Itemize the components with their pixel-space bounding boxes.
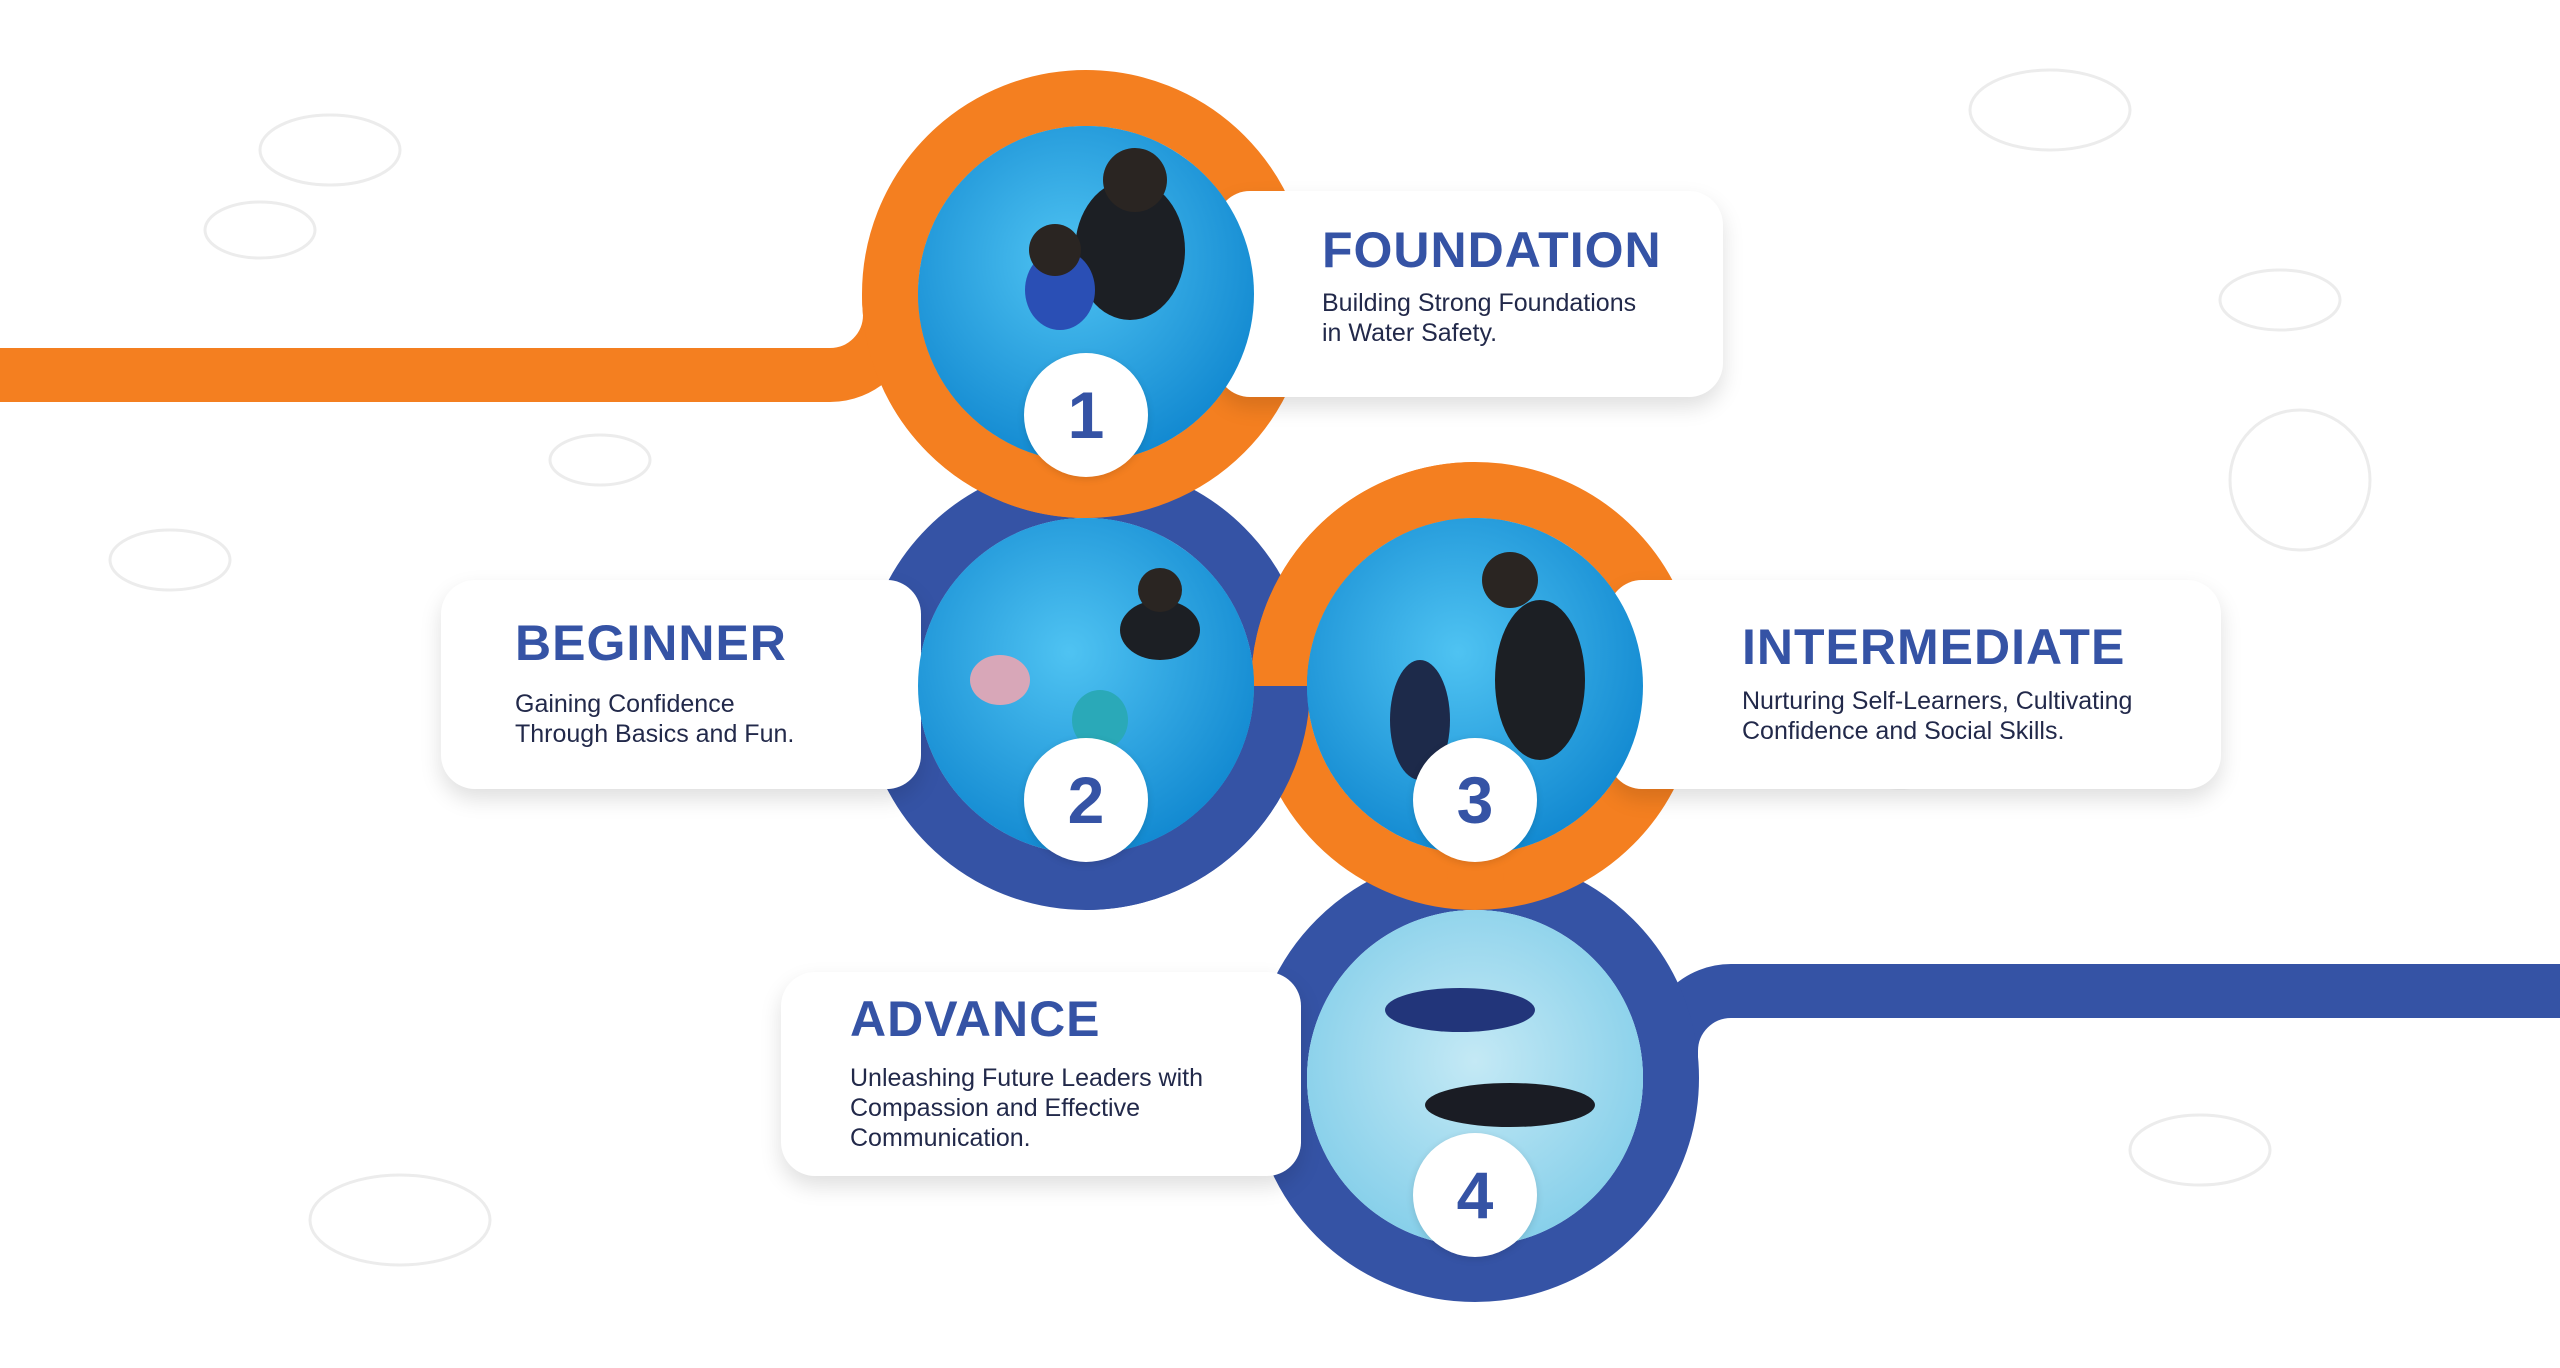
level-title: FOUNDATION — [1322, 222, 1662, 278]
step-number-badge: 4 — [1413, 1133, 1537, 1257]
step-number-badge: 1 — [1024, 353, 1148, 477]
level-card-intermediate: INTERMEDIATE Nurturing Self-Learners, Cu… — [1608, 580, 2221, 789]
level-title: INTERMEDIATE — [1742, 619, 2126, 675]
step-number-badge: 2 — [1024, 738, 1148, 862]
blue-path-line — [1644, 964, 2560, 1078]
step-number-badge: 3 — [1413, 738, 1537, 862]
level-title: BEGINNER — [515, 615, 787, 671]
orange-path-line — [0, 313, 917, 402]
level-title: ADVANCE — [850, 991, 1101, 1047]
